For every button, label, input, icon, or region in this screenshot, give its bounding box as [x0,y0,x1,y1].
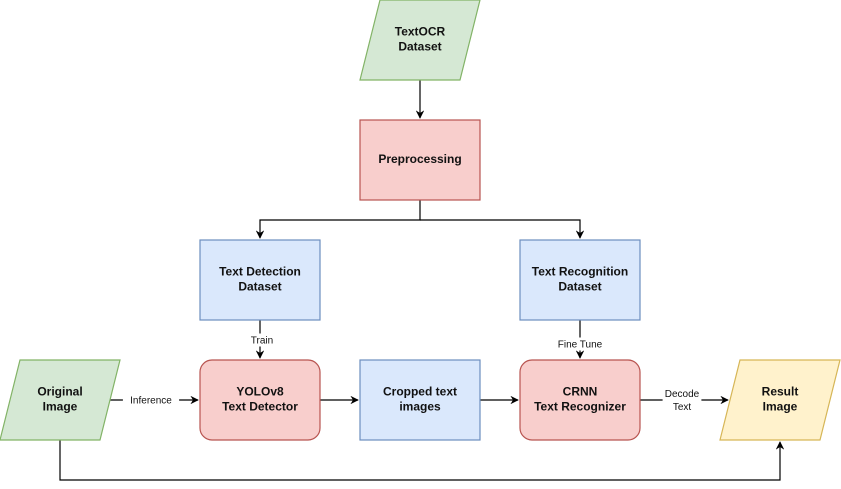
node-preprocess: Preprocessing [359,119,481,201]
node-label: Preprocessing [378,152,461,166]
edge-preprocess-to-det-dataset [255,200,421,239]
node-label: Text Detector [222,400,298,414]
edge-label: Fine Tune [558,340,603,351]
node-label: Text Recognition [532,265,628,279]
node-label: Image [763,400,798,414]
rounded-box-shape [199,359,321,441]
parallelogram-shape [0,359,121,441]
box-shape [359,119,481,201]
box-shape [519,239,641,321]
edge-label: Inference [130,396,172,407]
node-label: CRNN [563,385,598,399]
node-label: YOLOv8 [236,385,284,399]
edge-label: Decode [665,389,700,400]
node-label: images [399,400,441,414]
edge-label-background [662,387,702,413]
rounded-box-shape [519,359,641,441]
box-shape [199,239,321,321]
edge-label-background [551,337,609,351]
node-label: Original [37,385,82,399]
edge-preprocess-to-rec-dataset [420,219,585,239]
node-label: Cropped text [383,385,457,399]
node-label: Dataset [238,280,281,294]
node-label: Dataset [558,280,601,294]
node-label: Image [43,400,78,414]
box-shape [359,359,481,441]
node-label: Text Detection [219,265,301,279]
edge-label: Train [251,336,273,347]
edge-label-background [245,333,279,347]
parallelogram-shape [359,0,481,81]
node-label: Text Recognizer [534,400,626,414]
node-label: TextOCR [395,25,446,39]
edge-label: Text [673,402,692,413]
parallelogram-shape [719,359,841,441]
edge-label-background [122,393,180,407]
edge-original-to-result [59,440,785,481]
node-label: Result [762,385,799,399]
node-label: Dataset [398,40,441,54]
